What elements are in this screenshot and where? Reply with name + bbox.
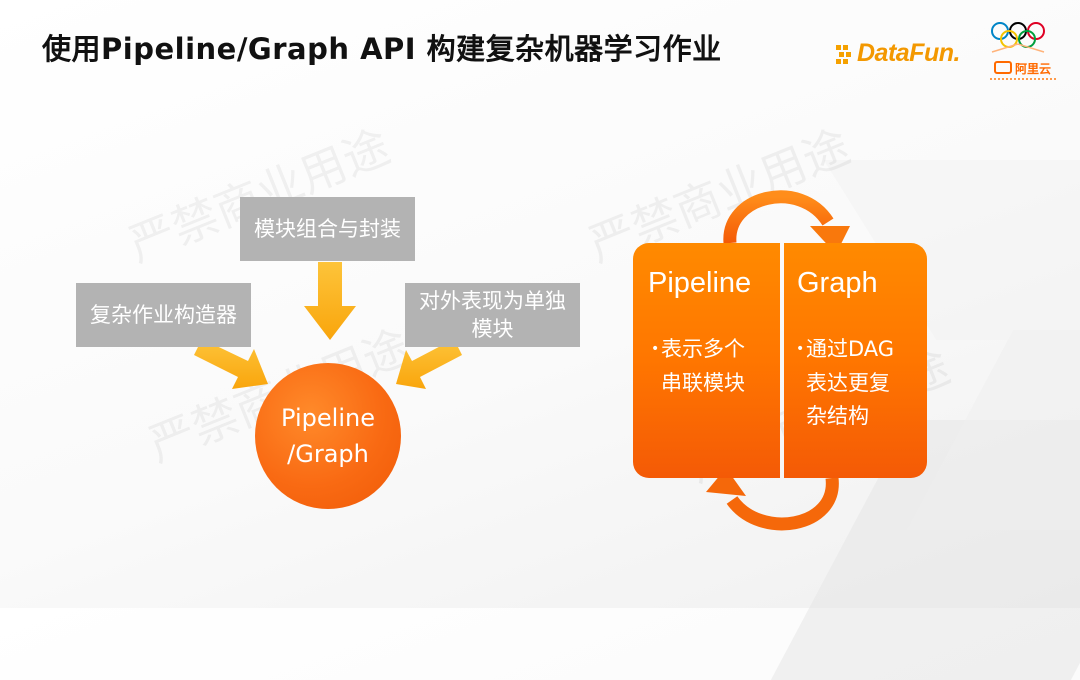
- loop-arrow-bottom-head: [706, 468, 746, 496]
- slide-title: 使用Pipeline/Graph API 构建复杂机器学习作业: [42, 32, 722, 66]
- description-line: 串联模块: [661, 370, 745, 395]
- graph-panel: Graph •通过DAG 表达更复 杂结构: [784, 243, 927, 478]
- graph-title: Graph: [797, 267, 878, 299]
- aliyun-logo-text: 阿里云: [994, 60, 1051, 77]
- description-line: 杂结构: [806, 404, 869, 429]
- pipeline-panel: Pipeline •表示多个 串联模块: [633, 243, 780, 478]
- olympic-rings-icon: [991, 22, 1045, 53]
- box-label-line: 对外表现为单独: [419, 288, 566, 313]
- arrow-diagonal-left: [396, 339, 462, 389]
- box-module-composition: 模块组合与封装: [240, 197, 415, 261]
- bullet: •: [796, 341, 805, 357]
- diagram-arrows: [194, 190, 850, 531]
- pipeline-title: Pipeline: [648, 267, 752, 299]
- loop-arrow-top-head: [810, 226, 850, 254]
- box-label-line: 模块: [471, 317, 514, 341]
- box-job-builder: 复杂作业构造器: [76, 283, 251, 347]
- aliyun-bracket-icon: [994, 61, 1012, 74]
- description-line: 表示多个: [661, 337, 745, 361]
- pipeline-graph-circle: Pipeline /Graph: [255, 363, 401, 509]
- arrow-down: [304, 262, 356, 340]
- pipeline-description: •表示多个 串联模块: [651, 333, 745, 400]
- datafun-logo-text: DataFun.: [857, 38, 960, 67]
- description-line: 表达更复: [806, 370, 890, 395]
- datafun-logo: DataFun.: [836, 36, 960, 70]
- aliyun-logo: 阿里云: [978, 18, 1068, 96]
- box-label: 复杂作业构造器: [90, 302, 237, 327]
- loop-arrow-top: [723, 190, 834, 244]
- slide: 严禁商业用途 严禁商业用途 严禁商业用途 严禁商业用途 使用Pipeline/G…: [42, 18, 1080, 680]
- box-label: 模块组合与封装: [254, 216, 401, 241]
- description-line: 通过DAG: [806, 337, 895, 361]
- bullet: •: [651, 341, 660, 357]
- aliyun-subtext-decoration: [990, 78, 1056, 84]
- graph-description: •通过DAG 表达更复 杂结构: [796, 333, 894, 434]
- box-single-module: 对外表现为单独 模块: [405, 283, 580, 347]
- circle-label-line: /Graph: [287, 440, 369, 468]
- loop-arrow-bottom: [726, 477, 839, 531]
- datafun-dots-icon: [836, 42, 854, 64]
- circle-label-line: Pipeline: [281, 404, 375, 432]
- arrow-diagonal-right: [194, 339, 268, 389]
